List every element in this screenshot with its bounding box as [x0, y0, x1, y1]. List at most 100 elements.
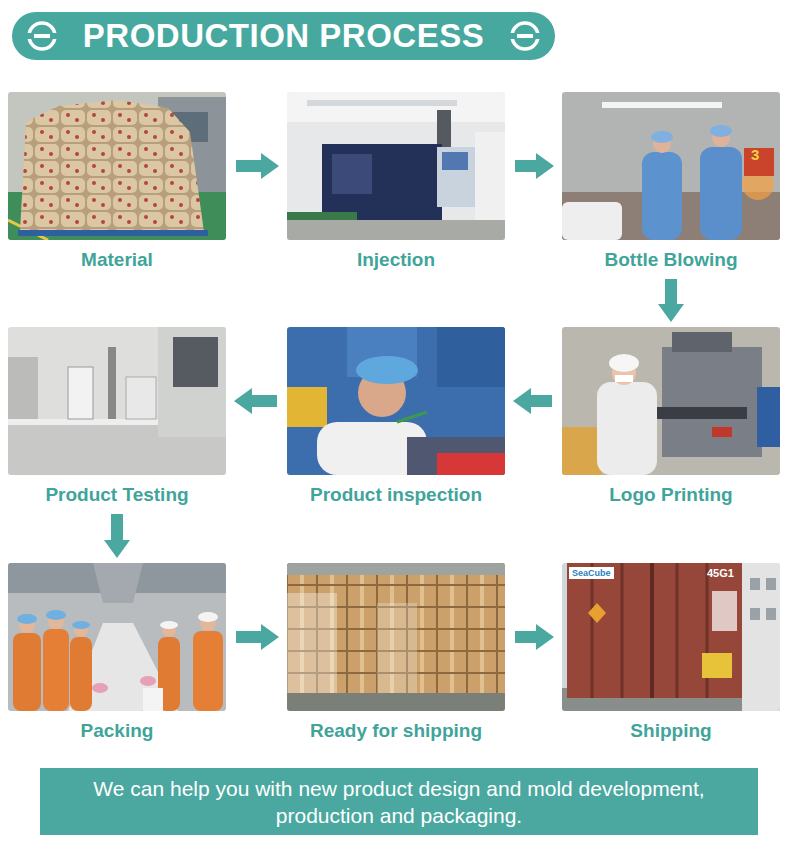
caption-banner-part	[40, 768, 758, 835]
inspection-photo-part	[397, 412, 427, 422]
step-label: Ready for shipping	[287, 719, 505, 742]
title-banner-part	[509, 33, 541, 39]
shipping-photo-part	[750, 578, 760, 590]
process-step: Material	[8, 92, 226, 271]
flow-arrow	[513, 388, 552, 414]
bottle-blowing-photo-part	[562, 92, 780, 240]
ready-for-shipping-photo-part	[287, 563, 505, 575]
packing-photo	[8, 563, 226, 711]
shipping-photo-part	[650, 563, 654, 698]
step-label: Product inspection	[287, 483, 505, 506]
process-step: Injection	[287, 92, 505, 271]
shipping-photo-part	[567, 563, 742, 698]
title-banner-part	[517, 34, 533, 38]
step-label: Product Testing	[8, 483, 226, 506]
ready-for-shipping-photo	[287, 563, 505, 711]
logo-printing-photo-part	[609, 354, 639, 372]
shipping-photo-part	[712, 591, 737, 631]
ready-for-shipping-photo-part	[287, 593, 337, 693]
material-photo	[8, 92, 226, 240]
injection-photo-part	[442, 152, 468, 170]
packing-photo-part	[8, 563, 226, 711]
title-banner-part	[12, 12, 555, 60]
packing-photo-part	[43, 629, 69, 711]
bottle-blowing-photo-part	[602, 102, 722, 108]
injection-photo-part	[307, 100, 457, 106]
injection-photo-part	[332, 154, 372, 194]
ready-for-shipping-photo-part	[287, 693, 505, 711]
injection-photo	[287, 92, 505, 240]
shipping-photo-part	[742, 563, 780, 711]
bottle-blowing-photo	[562, 92, 780, 240]
photo-frame	[8, 327, 226, 475]
shipping-photo-part	[750, 608, 760, 620]
inspection-photo-part	[437, 453, 505, 475]
shipping-photo	[562, 563, 780, 711]
caption-banner	[40, 768, 758, 835]
packing-photo-part	[92, 683, 108, 693]
bottle-blowing-photo-part	[710, 125, 732, 137]
flow-arrow	[236, 153, 279, 179]
injection-photo-part	[437, 110, 451, 147]
title-text: PRODUCTION PROCESS	[12, 12, 555, 60]
flow-arrow	[515, 153, 554, 179]
photo-frame	[287, 92, 505, 240]
bottle-blowing-photo-part	[651, 131, 673, 143]
injection-photo-part	[287, 212, 357, 220]
flow-arrow	[104, 514, 130, 558]
flow-arrow	[515, 624, 554, 650]
process-step: Ready for shipping	[287, 563, 505, 742]
shipping-photo-part	[676, 563, 679, 698]
step-label: Packing	[8, 719, 226, 742]
process-step: Packing	[8, 563, 226, 742]
bottle-blowing-photo-part	[562, 202, 622, 240]
product-testing-photo-part	[8, 357, 38, 427]
photo-frame	[8, 563, 226, 711]
injection-photo-part	[475, 132, 505, 222]
photo-frame	[562, 563, 780, 711]
bottle-blowing-photo-part	[642, 152, 682, 240]
inspection-photo-part	[287, 387, 327, 427]
material-photo-part	[20, 100, 204, 232]
photo-frame	[287, 327, 505, 475]
logo-printing-photo-part	[672, 332, 732, 352]
injection-photo-part	[287, 92, 505, 122]
logo-printing-photo-part	[662, 347, 762, 457]
logo-printing-photo-part	[562, 327, 780, 475]
packing-photo-part	[143, 688, 163, 711]
photo-label: 45G1	[707, 567, 734, 579]
logo-printing-photo	[562, 327, 780, 475]
shipping-photo-part	[621, 563, 624, 698]
logo-printing-photo-part	[657, 407, 747, 419]
step-label: Bottle Blowing	[562, 248, 780, 271]
shipping-photo-part	[702, 653, 732, 678]
logo-printing-photo-part	[597, 382, 657, 475]
packing-photo-part	[72, 621, 90, 629]
injection-photo-part	[437, 147, 475, 207]
process-step: Bottle Blowing	[562, 92, 780, 271]
product-testing-photo-part	[108, 347, 116, 419]
caption-text: We can help you with new product design …	[40, 775, 758, 829]
material-photo-part	[18, 230, 208, 236]
step-label: Material	[8, 248, 226, 271]
logo-printing-photo-part	[615, 375, 633, 382]
inspection-photo-part	[407, 437, 505, 475]
step-label: Injection	[287, 248, 505, 271]
photo-frame	[562, 92, 780, 240]
process-step: Logo Printing	[562, 327, 780, 506]
inspection-photo	[287, 327, 505, 475]
step-label: Shipping	[562, 719, 780, 742]
photo-label: SeaCube	[569, 567, 614, 579]
photo-label: 3	[751, 146, 759, 163]
packing-photo-part	[46, 610, 66, 620]
packing-photo-part	[160, 621, 178, 629]
injection-photo-part	[287, 220, 505, 240]
product-testing-photo-part	[68, 367, 93, 419]
inspection-photo-part	[287, 327, 505, 475]
flow-arrow	[236, 624, 279, 650]
process-step: Product inspection	[287, 327, 505, 506]
packing-photo-part	[13, 633, 41, 711]
ready-for-shipping-photo-part	[377, 603, 417, 693]
photo-frame	[562, 327, 780, 475]
